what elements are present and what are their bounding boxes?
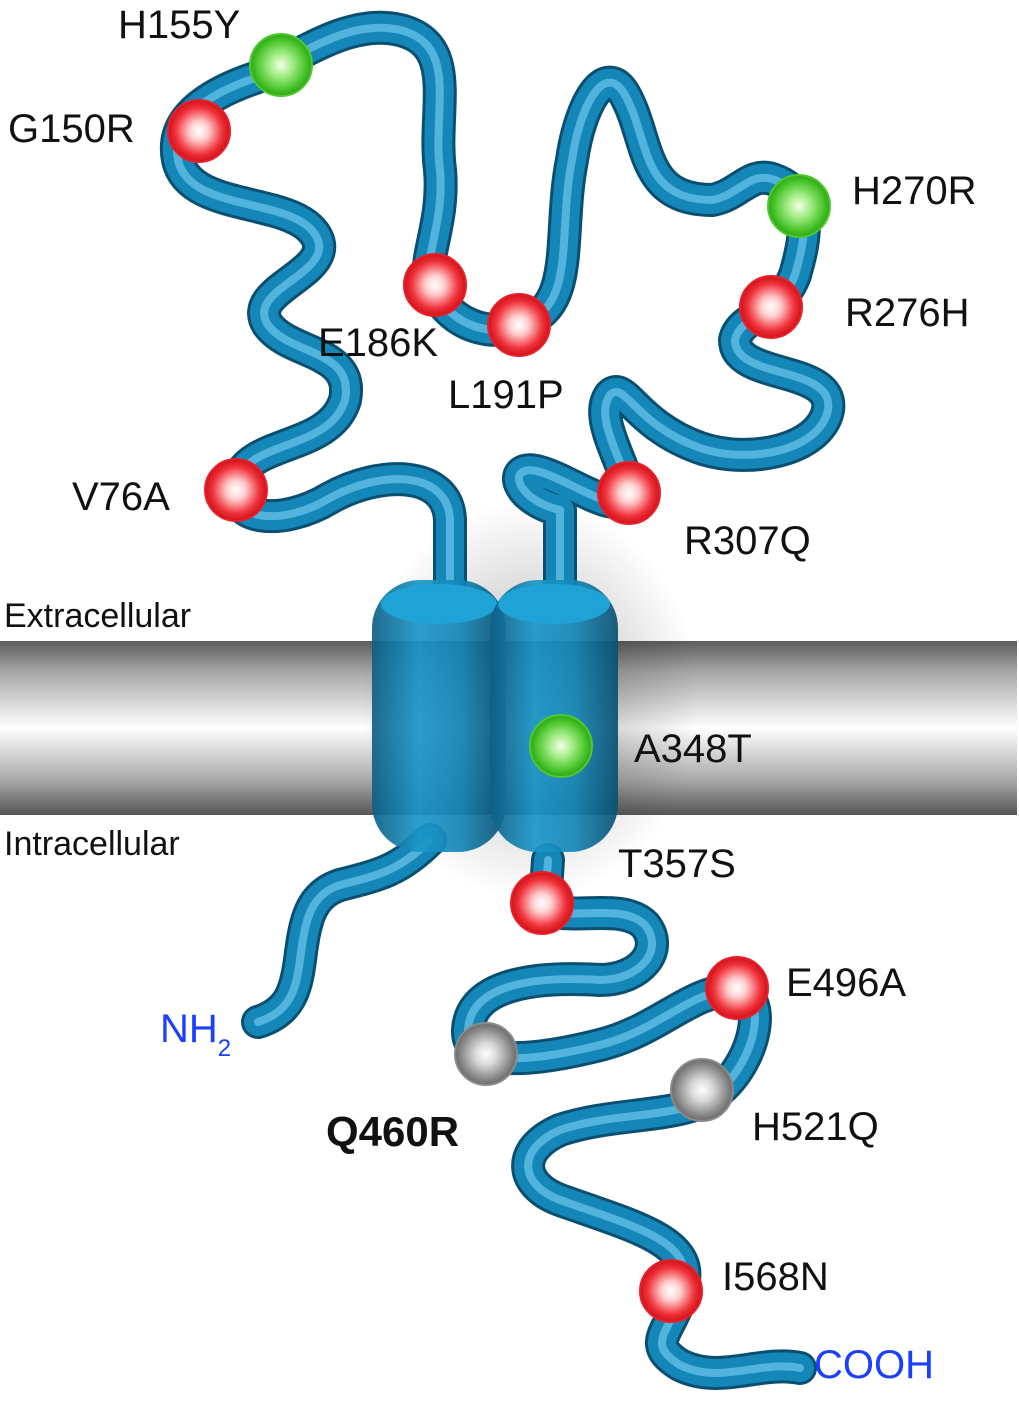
variant-marker-e496a: [705, 956, 769, 1020]
variant-marker-q460r: [454, 1022, 518, 1086]
variant-label-t357s: T357S: [618, 842, 736, 886]
variant-marker-t357s: [510, 871, 574, 935]
variant-marker-l191p: [487, 293, 551, 357]
variant-label-i568n: I568N: [722, 1255, 829, 1299]
variant-label-a348t: A348T: [634, 727, 752, 771]
variant-label-e186k: E186K: [318, 321, 438, 365]
variant-marker-i568n: [639, 1259, 703, 1323]
variant-marker-h521q: [670, 1058, 734, 1122]
c-terminus-label: COOH: [814, 1343, 934, 1387]
n-terminus-subscript: 2: [218, 1035, 231, 1062]
variant-label-v76a: V76A: [72, 475, 170, 519]
variant-label-r276h: R276H: [845, 291, 970, 335]
chain-tube-segment: [254, 836, 434, 1026]
variant-markers: [167, 33, 831, 1323]
variant-label-h521q: H521Q: [752, 1105, 879, 1149]
variant-label-g150r: G150R: [8, 107, 135, 151]
variant-label-l191p: L191P: [448, 373, 564, 417]
variant-label-e496a: E496A: [786, 961, 906, 1005]
transmembrane-helix-1: [372, 580, 506, 852]
variant-marker-h155y: [249, 33, 313, 97]
variant-marker-h270r: [767, 174, 831, 238]
variant-label-r307q: R307Q: [684, 519, 811, 563]
variant-marker-g150r: [167, 99, 231, 163]
variant-marker-a348t: [529, 714, 593, 778]
n-terminus-text: NH: [160, 1007, 218, 1051]
variant-marker-e186k: [403, 253, 467, 317]
intracellular-label: Intracellular: [4, 825, 180, 863]
n-terminus-label: NH2: [160, 1007, 231, 1062]
variant-marker-v76a: [204, 458, 268, 522]
extracellular-label: Extracellular: [4, 597, 191, 635]
variant-label-q460r: Q460R: [326, 1108, 459, 1155]
variant-marker-r276h: [739, 275, 803, 339]
variant-label-h270r: H270R: [852, 169, 977, 213]
variant-marker-r307q: [597, 461, 661, 525]
variant-label-h155y: H155Y: [118, 3, 240, 47]
